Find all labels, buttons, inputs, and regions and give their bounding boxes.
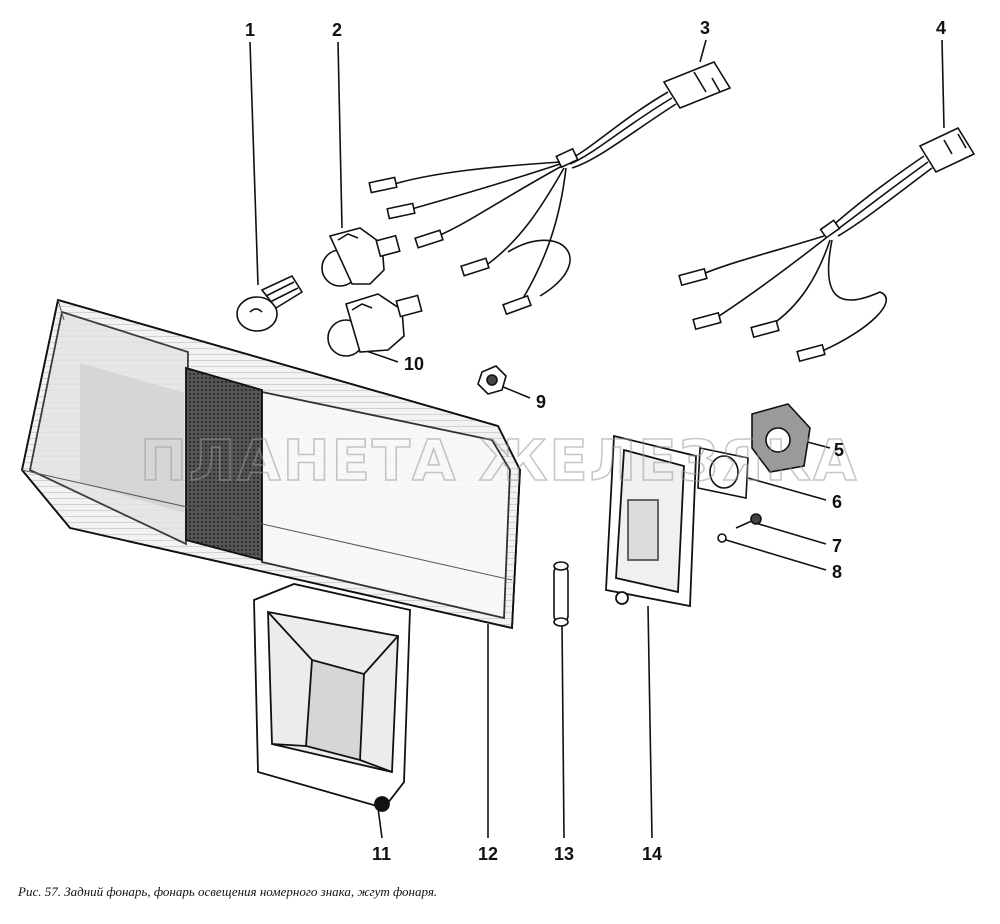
label-4: 4 — [936, 18, 946, 38]
label-2: 2 — [332, 20, 342, 40]
label-5: 5 — [834, 440, 844, 460]
figure-caption: Рис. 57. Задний фонарь, фонарь освещения… — [18, 884, 438, 899]
leader-14 — [647, 605, 653, 839]
bulb-holder-2 — [321, 227, 401, 287]
bulb-1 — [236, 274, 304, 332]
label-6: 6 — [832, 492, 842, 512]
leader-lines — [249, 39, 945, 839]
label-14: 14 — [642, 844, 662, 864]
label-8: 8 — [832, 562, 842, 582]
plate-lamp-housing-11 — [253, 583, 411, 812]
leader-4 — [941, 39, 945, 129]
washer-8 — [717, 533, 727, 543]
plate-lamp-frame-14 — [605, 434, 697, 608]
label-9: 9 — [536, 392, 546, 412]
label-1: 1 — [245, 20, 255, 40]
leader-11 — [377, 807, 383, 839]
leader-1 — [249, 41, 259, 286]
leader-13 — [561, 621, 565, 839]
festoon-bulb-13 — [553, 561, 569, 627]
watermark: ПЛАНЕТА ЖЕЛЕЗЯКА — [140, 429, 858, 494]
nut-9 — [477, 365, 507, 395]
socket-5 — [751, 403, 811, 473]
label-13: 13 — [554, 844, 574, 864]
gasket-6 — [697, 447, 749, 499]
leader-7 — [751, 521, 827, 545]
label-12: 12 — [478, 844, 498, 864]
leader-2 — [337, 41, 343, 229]
wire-harness-3 — [368, 61, 732, 316]
wire-harness-4 — [678, 126, 976, 363]
callout-labels: 1 2 3 4 5 6 7 8 9 10 11 12 13 14 — [245, 18, 946, 864]
label-7: 7 — [832, 536, 842, 556]
bulb-holder-10 — [327, 293, 423, 357]
screw-7 — [735, 513, 762, 529]
leader-6 — [747, 477, 827, 501]
leader-8 — [725, 539, 827, 571]
rear-lamp-12 — [21, 298, 521, 630]
leader-3 — [699, 39, 707, 63]
label-11: 11 — [372, 844, 391, 864]
label-10: 10 — [404, 354, 424, 374]
label-3: 3 — [700, 18, 710, 38]
